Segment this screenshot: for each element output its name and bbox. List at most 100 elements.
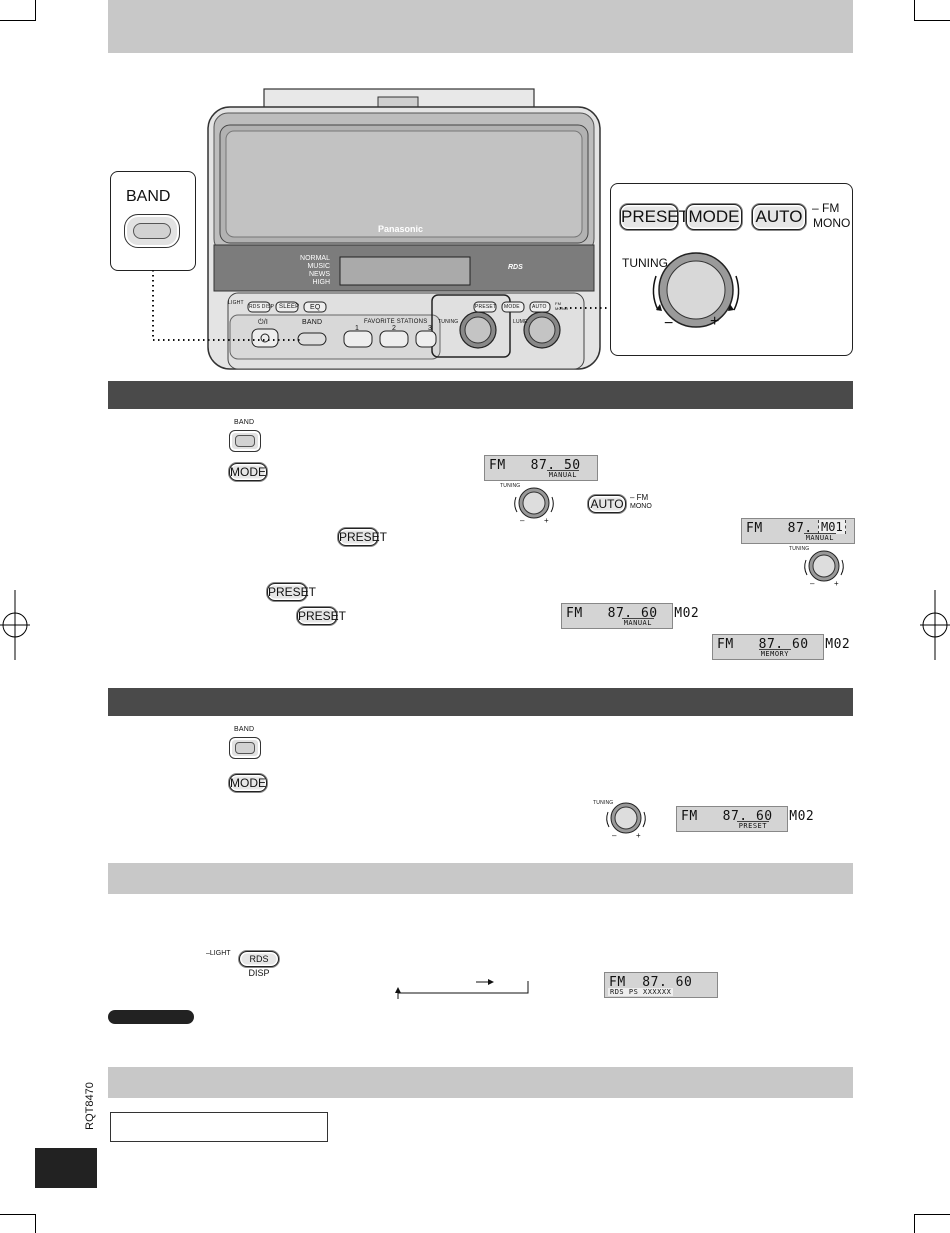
- lcd-sub-text: MANUAL: [803, 533, 836, 542]
- s1-band-label: BAND: [234, 419, 255, 426]
- lcd-main-text: FM 87. 60 M02: [681, 809, 815, 824]
- s1-fm-label: – FM: [630, 493, 649, 502]
- s1-lcd-2: FM 87. 60 M01 MANUAL: [741, 518, 855, 544]
- lcd-sub-text: PRESET: [736, 821, 769, 830]
- panel-light-label: LIGHT: [228, 300, 244, 306]
- lcd-main-text: FM 87. 60 M02: [717, 637, 851, 652]
- s3-light-text: LIGHT: [209, 950, 231, 957]
- crop-mark: [914, 0, 915, 20]
- crop-mark: [35, 0, 36, 20]
- s1-tuning-knob-icon[interactable]: – +: [510, 485, 558, 525]
- lcd-main-text: FM 87. 50: [489, 458, 581, 473]
- panel-rds-disp-label: RDS DISP: [249, 304, 275, 310]
- section4-header-bar: [108, 1067, 853, 1098]
- panel-mode-label: MODE: [504, 304, 520, 310]
- note-badge: [108, 1010, 194, 1024]
- s1-mono-label: MONO: [630, 503, 652, 510]
- panel-fav2-label: 2: [392, 325, 397, 332]
- registration-mark-left: [0, 590, 30, 660]
- s2-tuning-small-label: TUNING: [593, 800, 614, 806]
- lcd-main-text: FM 87. 60: [609, 975, 693, 990]
- s3-rds-disp-button[interactable]: RDS DISP: [239, 951, 279, 978]
- s1-band-button[interactable]: [229, 430, 261, 452]
- empty-frame: [110, 1112, 328, 1142]
- panel-fav3-label: 3: [428, 325, 433, 332]
- callout-tuning-knob[interactable]: [646, 246, 746, 336]
- s1-tuning-knob-icon-2[interactable]: – +: [800, 548, 848, 588]
- s2-band-button[interactable]: [229, 737, 261, 759]
- panel-power-label: ⏻/I: [258, 319, 269, 326]
- s1-lcd-4: FM 87. 60 M02 MEMORY: [712, 634, 850, 660]
- s2-tuning-knob-icon[interactable]: – +: [602, 800, 650, 840]
- s1-tuning-small-label-2: TUNING: [789, 546, 810, 552]
- lcd-sub-text: RDS PS XXXXXX: [608, 988, 674, 996]
- svg-text:+: +: [544, 516, 549, 525]
- eq-mode-list: NORMAL MUSIC NEWS HIGH: [294, 255, 330, 287]
- crop-mark: [914, 20, 950, 21]
- registration-mark-right: [920, 590, 950, 660]
- lcd-sub-text: MANUAL: [546, 470, 579, 479]
- lcd-channel-text: M01: [818, 520, 846, 534]
- crop-mark: [914, 1214, 915, 1233]
- panel-fav1-label: 1: [355, 325, 360, 332]
- svg-text:+: +: [636, 831, 641, 840]
- s2-lcd: FM 87. 60 M02 PRESET: [676, 806, 814, 832]
- callout-plus: +: [710, 313, 720, 330]
- s1-preset-button-a[interactable]: PRESET: [338, 528, 388, 546]
- panel-sleep-label: SLEEP: [279, 304, 300, 310]
- lcd-sub-text: MANUAL: [621, 618, 654, 627]
- crop-mark: [35, 1214, 36, 1233]
- s1-preset-button-c[interactable]: PRESET: [297, 607, 347, 625]
- eq-mode-item: NORMAL: [300, 255, 330, 262]
- panel-fm-mono-label: FM MONO: [555, 301, 569, 311]
- callout-auto-button[interactable]: AUTO: [752, 204, 806, 230]
- band-callout-button[interactable]: [124, 214, 180, 248]
- s1-fm-text: FM: [636, 493, 649, 502]
- s1-lcd-3: FM 87. 60 M02 MANUAL: [561, 603, 699, 629]
- lcd-sub-text: MEMORY: [758, 649, 791, 658]
- callout-tuning-label: TUNING: [622, 256, 668, 270]
- page-tab: [35, 1148, 97, 1188]
- svg-text:–: –: [612, 831, 617, 840]
- callout-fm-label: – FM: [812, 201, 840, 215]
- s1-preset-button-b[interactable]: PRESET: [267, 583, 317, 601]
- s1-tuning-small-label: TUNING: [500, 483, 521, 489]
- band-callout-label: BAND: [126, 188, 171, 205]
- crop-mark: [914, 1214, 950, 1215]
- section1-header-bar: [108, 381, 853, 409]
- s1-lcd-1: FM 87. 50 MANUAL: [484, 455, 598, 481]
- callout-mode-button[interactable]: MODE: [686, 204, 742, 230]
- s2-band-label: BAND: [234, 726, 255, 733]
- callout-preset-button[interactable]: PRESET: [620, 204, 689, 230]
- panel-preset-label: PRESET: [475, 304, 497, 310]
- section2-header-bar: [108, 688, 853, 716]
- leader-lines: [152, 270, 610, 341]
- s2-mode-button[interactable]: MODE: [229, 774, 267, 792]
- s3-lcd: FM 87. 60 RDS PS XXXXXX: [604, 972, 718, 998]
- eq-mode-item: MUSIC: [307, 263, 330, 270]
- crop-mark: [0, 1214, 36, 1215]
- panel-eq-label: EQ: [310, 304, 321, 311]
- brand-logo: Panasonic: [378, 224, 424, 234]
- s3-light-label: –LIGHT: [206, 950, 231, 957]
- s1-auto-button[interactable]: AUTO: [588, 495, 626, 513]
- crop-mark: [0, 20, 36, 21]
- s1-mode-button[interactable]: MODE: [229, 463, 267, 481]
- callout-minus: −: [664, 315, 674, 332]
- stereo-unit-illustration: [207, 88, 601, 370]
- section3-header-bar: [108, 863, 853, 894]
- eq-mode-item: NEWS: [309, 271, 330, 278]
- panel-band-label: BAND: [302, 319, 323, 326]
- s3-cycle-arrow: [395, 979, 529, 999]
- header-bar: [108, 0, 853, 53]
- callout-fm-text: FM: [822, 201, 840, 215]
- side-document-code: RQT8470: [84, 1082, 96, 1130]
- eq-mode-item: HIGH: [312, 279, 331, 286]
- svg-text:–: –: [520, 516, 525, 525]
- panel-favorite-stations-label: FAVORITE STATIONS: [364, 319, 428, 325]
- svg-text:+: +: [834, 579, 839, 588]
- panel-volume-label: LUME: [513, 319, 528, 325]
- rds-logo: RDS: [508, 264, 523, 271]
- lcd-main-text: FM 87. 60 M02: [566, 606, 700, 621]
- callout-mono-label: MONO: [813, 216, 851, 230]
